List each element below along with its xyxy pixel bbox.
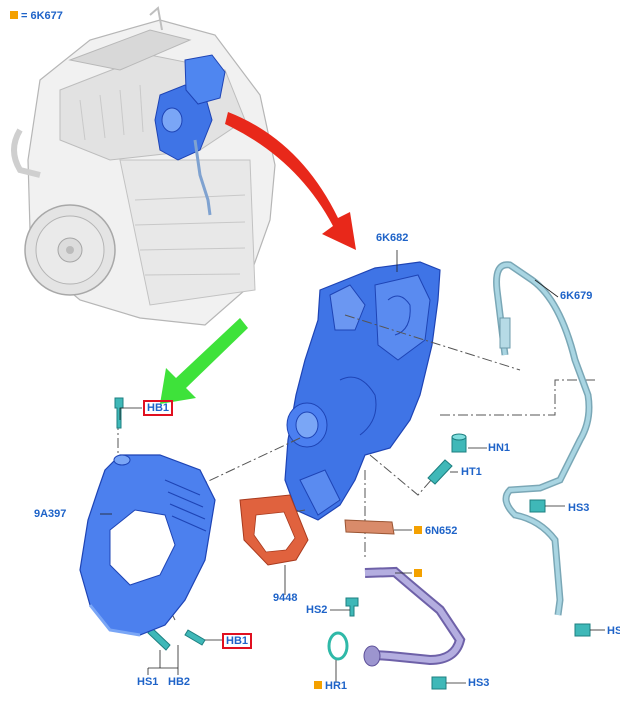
heat-shield [79, 454, 216, 637]
legend: = 6K677 [10, 10, 63, 23]
label-hb1-top: HB1 [143, 400, 174, 416]
label-hn1: HN1 [488, 442, 511, 454]
engine-assembly [11, 6, 276, 326]
fastener-hardware [114, 397, 591, 690]
oil-feed-pipe [493, 261, 593, 616]
label-hs-right: HS [607, 625, 620, 637]
red-arrow-icon [225, 112, 356, 250]
label-6k682: 6K682 [376, 232, 409, 244]
label-ht1: HT1 [461, 466, 482, 478]
label-hb2: HB2 [168, 676, 191, 688]
label-hb1-bottom: HB1 [222, 633, 253, 649]
legend-marker-icon [10, 11, 18, 19]
label-hs1: HS1 [137, 676, 159, 688]
oil-return-pipe [363, 566, 466, 667]
label-9a397: 9A397 [34, 508, 67, 520]
flange-gasket [344, 519, 395, 535]
green-arrow-icon [160, 318, 248, 404]
label-9448: 9448 [273, 592, 298, 604]
label-6k679: 6K679 [560, 290, 593, 302]
turbocharger [284, 261, 441, 521]
marker-icon [314, 681, 322, 689]
label-6n652: 6N652 [414, 525, 457, 538]
label-hr1: HR1 [314, 680, 347, 693]
marker-icon [414, 569, 422, 577]
label-hs3-top: HS3 [568, 502, 590, 514]
marker-icon [414, 526, 422, 534]
callout-leaders [100, 250, 605, 684]
label-hs2: HS2 [306, 604, 328, 616]
legend-text: = 6K677 [21, 10, 63, 22]
o-ring [327, 631, 349, 661]
label-hs3-bottom: HS3 [468, 677, 490, 689]
